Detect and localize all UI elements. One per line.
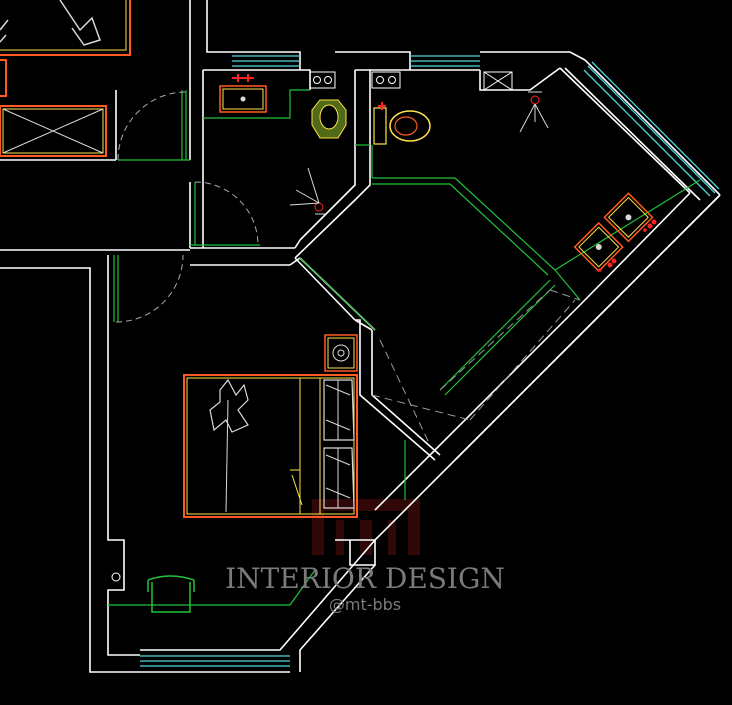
wardrobe	[0, 59, 107, 157]
bedroom-bed	[183, 374, 358, 518]
void-hatching	[371, 289, 581, 446]
upper-bedroom-bed	[0, 0, 131, 56]
stove-outlets-left	[309, 71, 513, 91]
watermark-subtitle: @mt-bbs	[329, 595, 401, 614]
washing-machines	[573, 192, 654, 273]
bathroom-sink	[219, 74, 267, 113]
squat-toilet	[311, 99, 347, 139]
nightstand	[324, 334, 358, 372]
windows	[140, 55, 720, 667]
door-swings	[115, 91, 259, 323]
ceiling-light-icon	[289, 91, 549, 215]
wall-outlet-icon	[111, 572, 121, 582]
western-toilet	[373, 102, 431, 145]
walls	[0, 0, 721, 673]
watermark-title: INTERIOR DESIGN	[225, 562, 505, 595]
watermark-logo	[312, 499, 420, 555]
double-outlet-icon	[598, 219, 657, 272]
desk-chair	[147, 575, 195, 613]
partitions	[108, 89, 701, 606]
